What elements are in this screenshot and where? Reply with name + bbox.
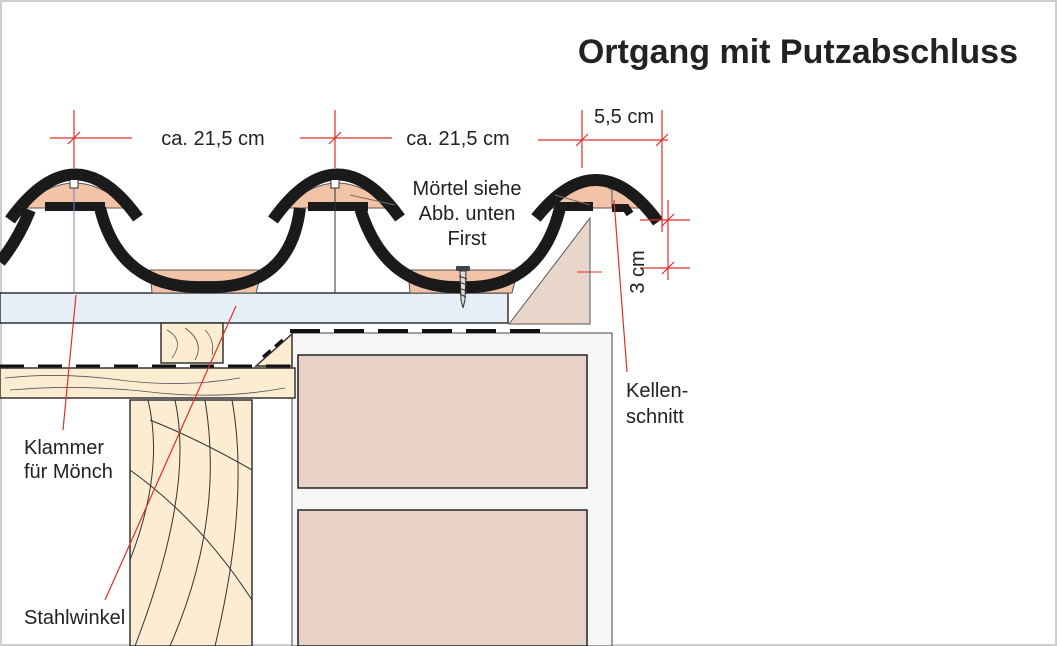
roof-tiles	[0, 168, 663, 294]
brick-upper	[297, 354, 588, 489]
dimension-height: 3 cm	[627, 250, 649, 293]
klammer-label-line2: für Mönch	[24, 461, 113, 483]
roof-batten	[0, 292, 509, 324]
screw	[456, 266, 470, 309]
wall	[291, 332, 613, 646]
pan-tile-1	[94, 206, 306, 294]
leader-kellenschnitt	[613, 199, 628, 373]
cover-tile-3	[531, 174, 663, 226]
dimension-spacing-2: ca. 21,5 cm	[406, 128, 509, 150]
mortar-label-line1: Mörtel siehe	[413, 178, 522, 200]
dimension-lines	[50, 110, 690, 280]
leader-stahlwinkel	[104, 305, 237, 601]
kellenschnitt-label-line1: Kellen-	[626, 380, 688, 402]
rafter	[129, 399, 253, 646]
leader-klammer	[62, 294, 77, 431]
dimension-overhang: 5,5 cm	[594, 106, 654, 128]
pan-tile-0	[0, 207, 36, 266]
kellenschnitt-label-line2: schnitt	[626, 406, 684, 428]
verge-mortar-wedge	[507, 216, 591, 325]
dimension-spacing-1: ca. 21,5 cm	[161, 128, 264, 150]
leader-lines	[62, 199, 628, 601]
brick-lower	[297, 509, 588, 646]
klammer-label-line1: Klammer	[24, 437, 104, 459]
stahlwinkel-label: Stahlwinkel	[24, 607, 125, 629]
cover-tile-1	[5, 168, 143, 224]
tile-clips	[69, 180, 591, 293]
mortar-label-line2: Abb. unten	[419, 203, 516, 225]
diagram-title: Ortgang mit Putzabschluss	[578, 33, 1018, 71]
cover-tile-2	[268, 168, 405, 224]
roof-boarding	[0, 292, 540, 333]
timber	[0, 322, 296, 646]
counter-batten	[160, 322, 224, 364]
mortar-label-line3: First	[448, 228, 487, 250]
